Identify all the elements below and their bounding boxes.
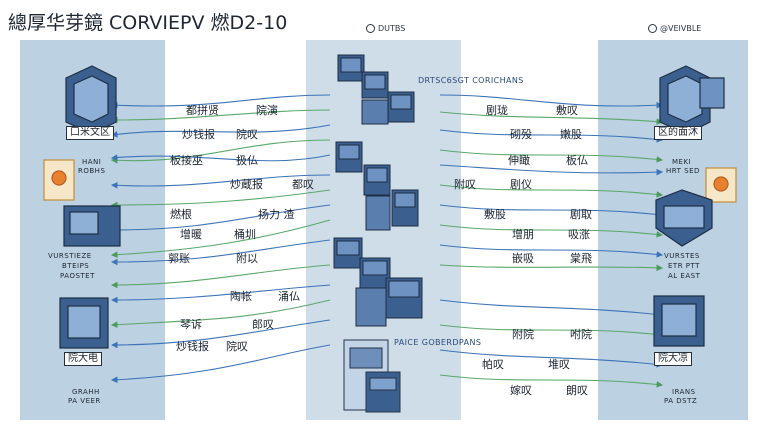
flow-label: 嵌吸 [512, 252, 534, 265]
flow-label: 帕叹 [482, 358, 504, 371]
page-title: 總厚华芽鏡 CORVIEPV 燃D2-10 [8, 12, 288, 34]
flow-label: 剧取 [570, 208, 592, 221]
flow-label: 嫁叹 [510, 384, 532, 397]
flow-label: 附叹 [454, 178, 476, 191]
flow-label: 炒钱报 [176, 340, 209, 353]
flow-label: 剧仪 [510, 178, 532, 191]
flow-label: 增暖 [180, 228, 202, 241]
flow-label: 板接巫 [170, 154, 203, 167]
flow-label: 炒蔵报 [230, 178, 263, 191]
flow-label: 扱仏 [236, 154, 258, 167]
badge-right: @VEIVBLE [648, 24, 701, 33]
right-caption: VURSTES [664, 252, 700, 260]
left-caption: BTEIPS [62, 262, 90, 270]
flow-label: 院叹 [226, 340, 248, 353]
server-stack-low [333, 237, 423, 327]
flow-label: 增朋 [512, 228, 534, 241]
flow-label: 敷叹 [556, 104, 578, 117]
flow-label: 板仏 [566, 154, 588, 167]
right-caption: PA DSTZ [664, 397, 698, 405]
left-node-box: 口米文区 [66, 126, 114, 140]
flow-label: 伸瞰 [508, 154, 530, 167]
right-caption: MEKI [672, 158, 692, 166]
band-top: DRTSC6SGT CORICHANS [418, 76, 524, 85]
flow-label: 院演 [256, 104, 278, 117]
badge-left-label: DUTBS [378, 24, 406, 33]
right-caption: HRT SED [666, 167, 700, 175]
right-node-box: 院大凉 [654, 352, 692, 366]
flow-label: 棠飛 [570, 252, 592, 265]
flow-label: 堆叹 [548, 358, 570, 371]
server-stack-mid [335, 141, 419, 231]
left-node-icons [43, 65, 121, 349]
flow-label: 郎叹 [252, 318, 274, 331]
right-caption: AL EAST [668, 272, 701, 280]
badge-left: DUTBS [366, 24, 405, 33]
flow-label: 附以 [236, 252, 258, 265]
server-stack-bottom [343, 339, 401, 413]
right-node-icons [653, 65, 737, 347]
left-caption: VURSTIEZE [48, 252, 92, 260]
flow-label: 砌殁 [510, 128, 532, 141]
flow-label: 朗叹 [566, 384, 588, 397]
flow-label: 涌仏 [278, 290, 300, 303]
flow-label: 吸涨 [568, 228, 590, 241]
flow-label: 附院 [512, 328, 534, 341]
flow-label: 院叹 [236, 128, 258, 141]
flow-label: 陶帐 [230, 290, 252, 303]
flow-label: 敷股 [484, 208, 506, 221]
band-bottom: PAICE GOBERDPANS [394, 338, 482, 347]
left-caption: PA VEER [68, 397, 101, 405]
flow-label: 桶圳 [234, 228, 256, 241]
server-stack-top [337, 54, 415, 125]
left-caption: PAOSTET [60, 272, 95, 280]
left-node-box: 院大电 [64, 352, 102, 366]
flow-label: 郭账 [168, 252, 190, 265]
circle-icon [648, 24, 657, 33]
flow-label: 燃根 [170, 208, 192, 221]
flow-label: 琴诉 [180, 318, 202, 331]
flow-label: 扬力 渣 [258, 208, 295, 221]
right-node-box: 区的面沐 [654, 126, 702, 140]
left-caption: ROBHS [78, 167, 106, 175]
left-caption: HANI [82, 158, 102, 166]
left-caption: GRAHH [72, 388, 100, 396]
flow-label: 剧珑 [486, 104, 508, 117]
flow-label: 都叹 [292, 178, 314, 191]
flow-label: 嫩股 [560, 128, 582, 141]
right-caption: IRANS [672, 388, 696, 396]
circle-icon [366, 24, 375, 33]
right-caption: ETR PTT [668, 262, 700, 270]
badge-right-label: @VEIVBLE [660, 24, 702, 33]
flow-label: 都拼贤 [186, 104, 219, 117]
flow-label: 炒钱报 [182, 128, 215, 141]
flow-label: 咐院 [570, 328, 592, 341]
